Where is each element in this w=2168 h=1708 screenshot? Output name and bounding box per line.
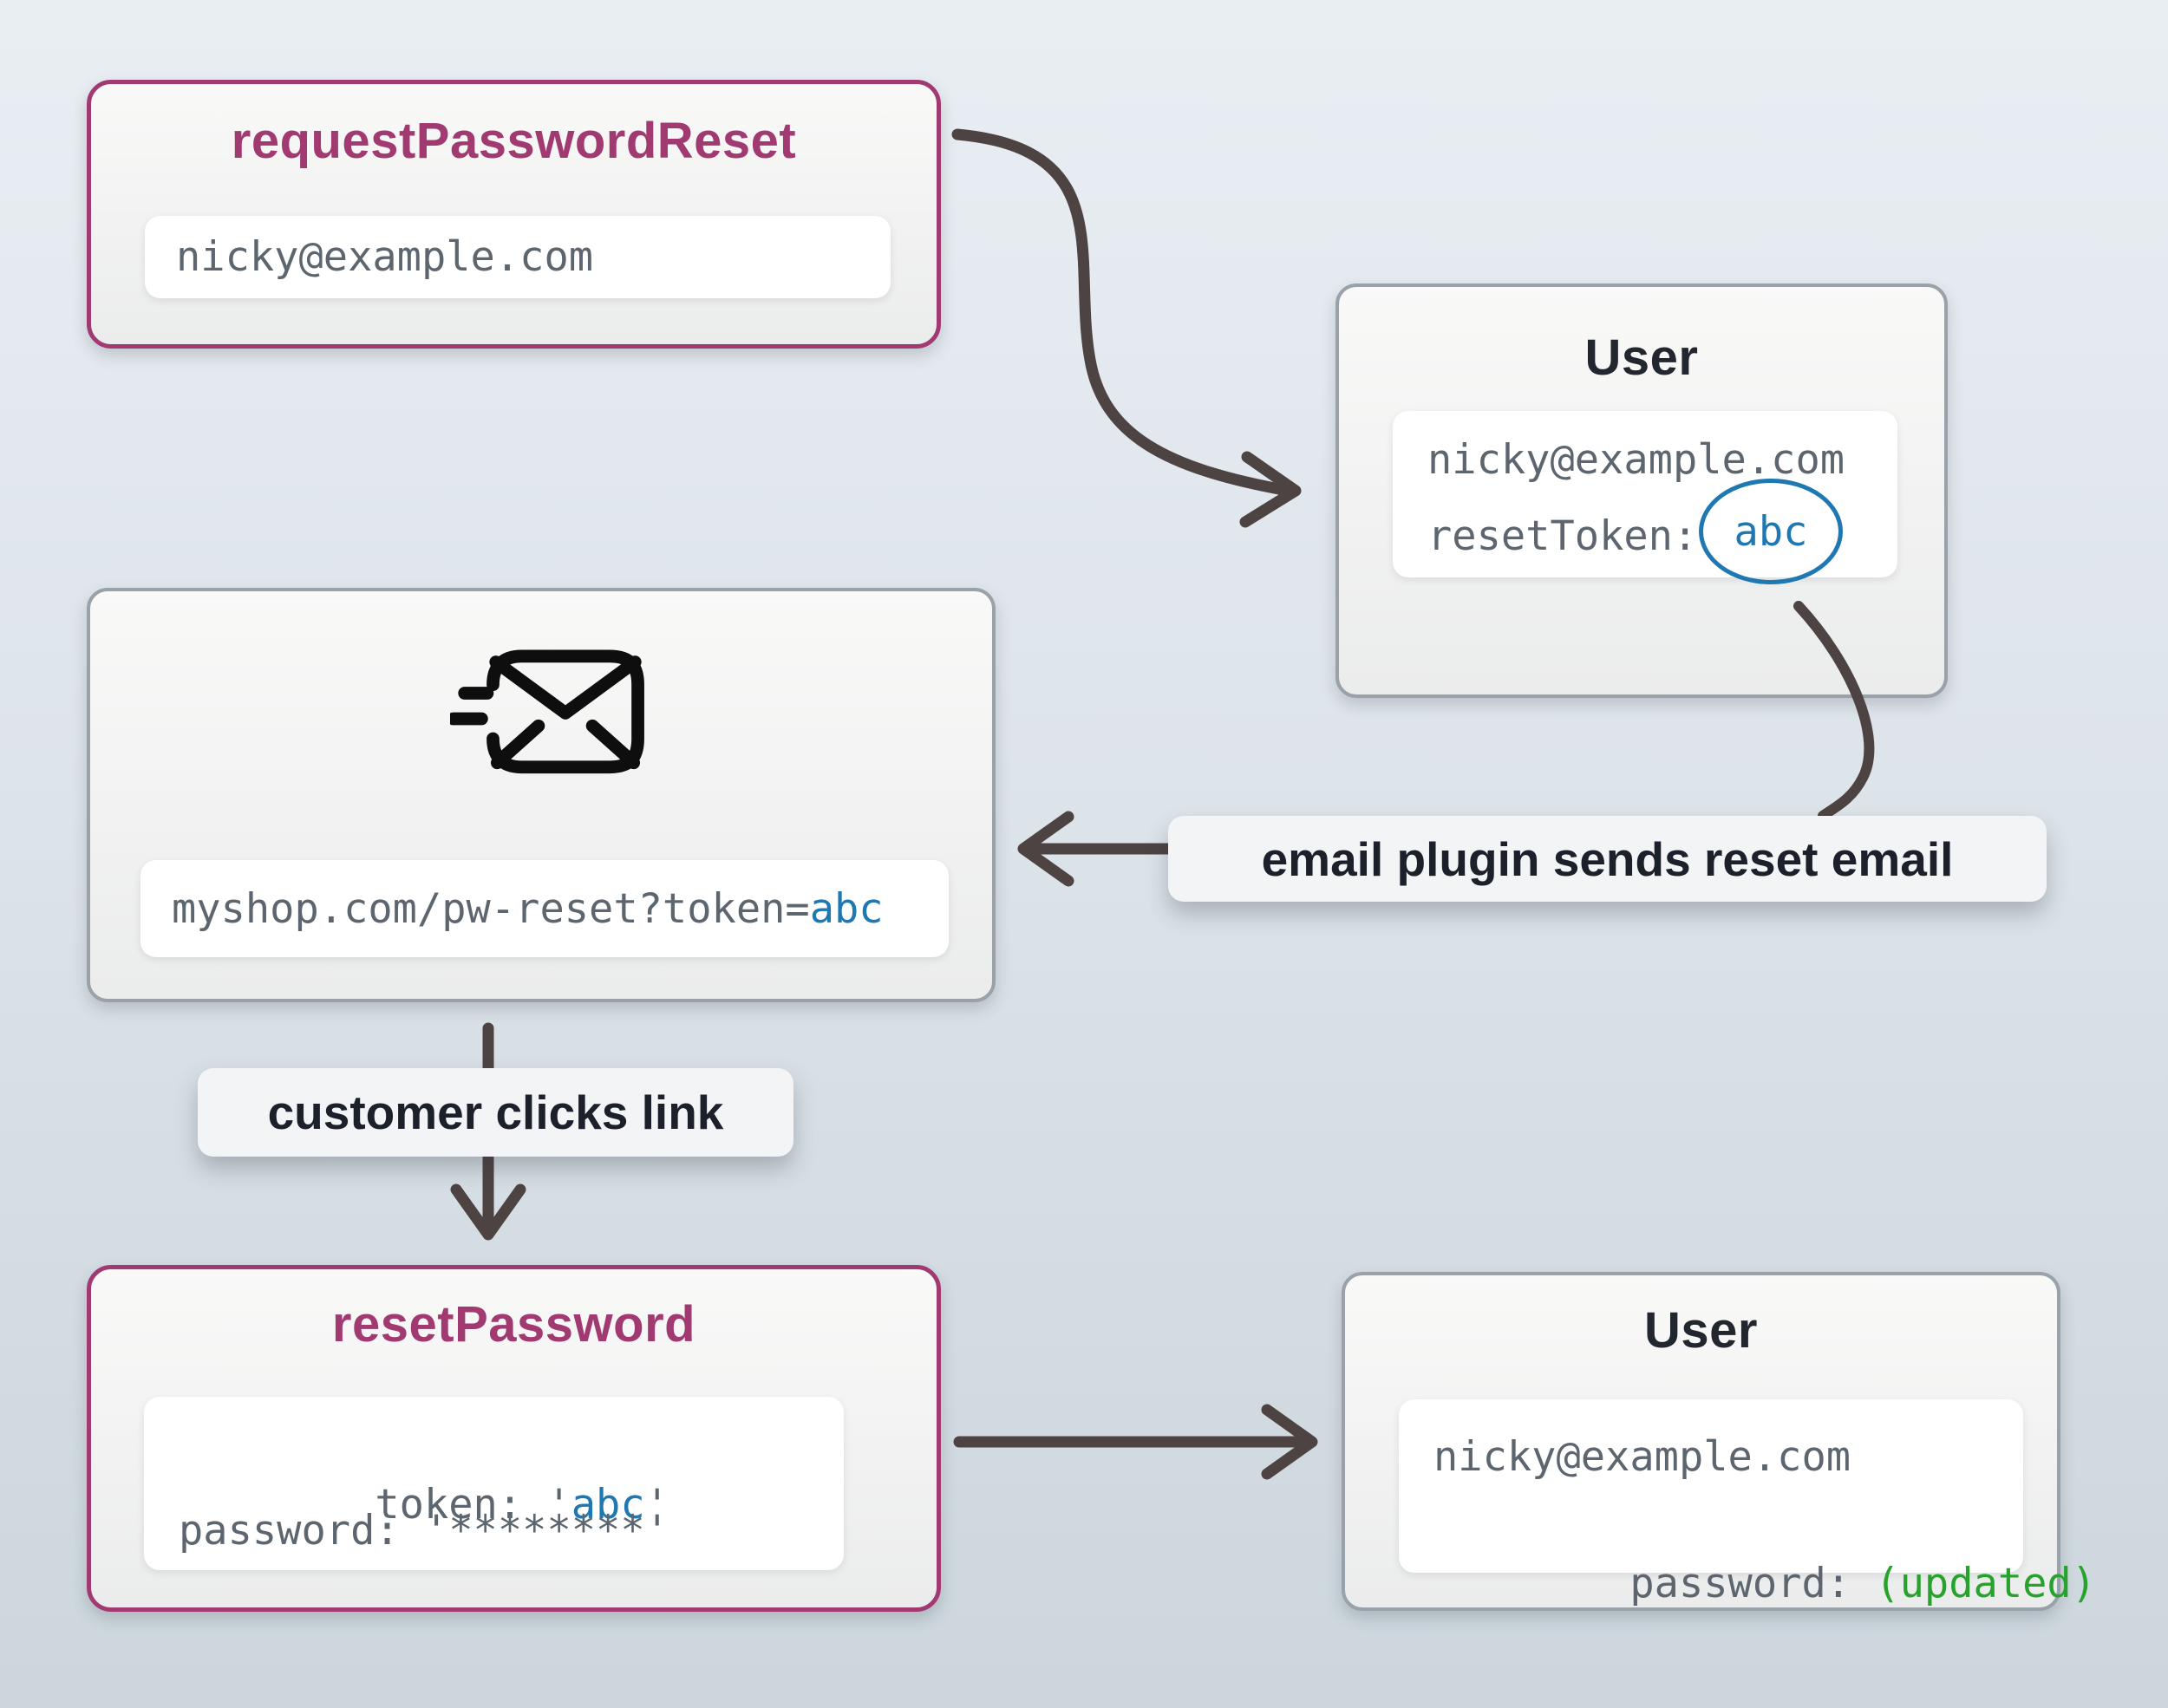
request-to-user-arrowhead-icon — [1239, 451, 1302, 528]
envelope-outline — [486, 649, 644, 774]
password-masked-line: password: '********' — [179, 1507, 669, 1555]
email-input-field: nicky@example.com — [145, 216, 891, 298]
token-close-quote: ' — [644, 1481, 669, 1529]
user-record-node-bottom: User nicky@example.com password: (update… — [1342, 1272, 2096, 1611]
user-top-email-line: nicky@example.com — [1427, 436, 1845, 484]
speed-lines — [450, 687, 494, 726]
password-label: password: — [1629, 1560, 1876, 1607]
user-bottom-email-line: nicky@example.com — [1433, 1433, 1851, 1481]
email-input-value: nicky@example.com — [176, 233, 594, 281]
send-email-icon — [450, 649, 644, 774]
reset-password-node: resetPassword token: 'abc' password: '**… — [87, 1265, 941, 1612]
request-password-reset-node: requestPasswordReset nicky@example.com — [87, 80, 941, 349]
password-updated-value: (updated) — [1875, 1560, 2097, 1607]
reset-password-code-block: token: 'abc' password: '********' — [144, 1397, 844, 1570]
envelope-bottom-folds — [491, 719, 641, 770]
email-to-reset-arrowhead-icon — [450, 1183, 526, 1241]
user-bottom-code-block: nicky@example.com password: (updated) — [1399, 1399, 2096, 1607]
reset-token-value: abc — [1734, 507, 1808, 556]
token-value: abc — [571, 1481, 645, 1529]
customer-clicks-link-label: customer clicks link — [198, 1068, 793, 1157]
email-plugin-label: email plugin sends reset email — [1168, 816, 2047, 902]
envelope-flap — [489, 655, 642, 720]
email-plugin-label-text: email plugin sends reset email — [1261, 831, 1954, 886]
request-password-reset-title: requestPasswordReset — [231, 113, 797, 169]
reset-to-user-arrowhead-icon — [1261, 1404, 1318, 1480]
user-record-node-top: User nicky@example.com resetToken: abc — [1335, 284, 1948, 698]
reset-token-line: resetToken: — [1427, 512, 1698, 560]
reset-email-node: myshop.com/pw-reset?token=abc — [87, 588, 996, 1002]
user-bottom-title: User — [1644, 1302, 1758, 1359]
reset-password-title: resetPassword — [331, 1296, 696, 1353]
token-label: token: — [375, 1481, 547, 1529]
email-plugin-to-email-arrowhead-icon — [1017, 811, 1074, 887]
customer-clicks-link-label-text: customer clicks link — [267, 1085, 724, 1139]
token-line: token: 'abc' — [179, 1430, 669, 1529]
reset-url-token: abc — [809, 884, 884, 933]
password-updated-line: password: (updated) — [1433, 1509, 2096, 1607]
reset-url-field: myshop.com/pw-reset?token=abc — [140, 860, 949, 957]
token-open-quote: ' — [546, 1481, 571, 1529]
request-to-user-curve — [951, 128, 1290, 496]
reset-token-highlight-circle: abc — [1699, 479, 1843, 584]
user-top-title: User — [1584, 329, 1699, 386]
reset-url-prefix: myshop.com/pw-reset?token= — [172, 884, 810, 933]
